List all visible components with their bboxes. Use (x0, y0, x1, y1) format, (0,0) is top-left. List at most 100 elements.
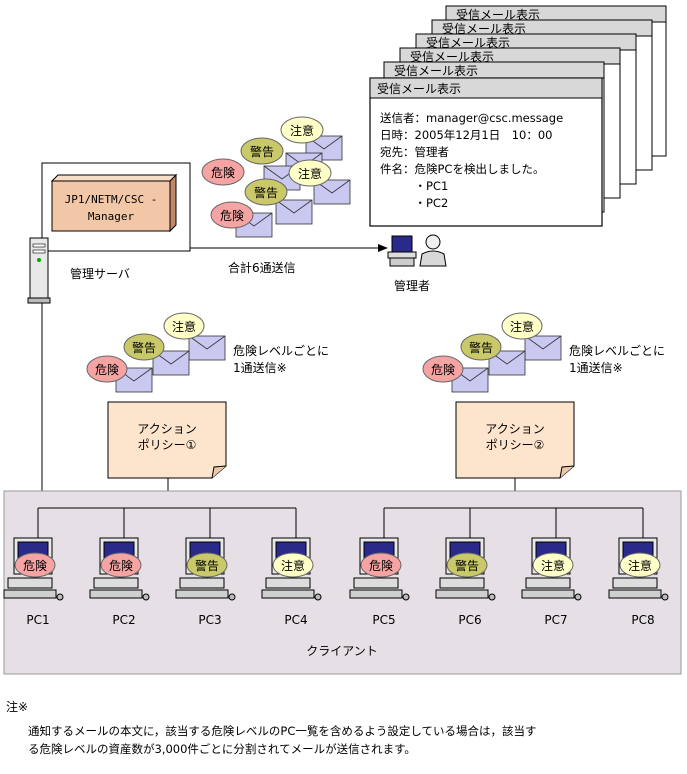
svg-text:注意: 注意 (541, 558, 565, 573)
caution-badge: 注意 (280, 116, 324, 144)
per-level-note: 危険レベルごとに (569, 343, 665, 358)
policy-label: アクション (485, 422, 544, 436)
send-arrow (190, 244, 388, 252)
warning-badge: 警告 (460, 333, 502, 361)
stacked-window-title: 受信メール表示 (410, 50, 494, 64)
client-pc: 危険 PC1 (3, 508, 64, 627)
pc-name: PC3 (198, 613, 221, 627)
pc-name: PC6 (458, 613, 481, 627)
client-pc: 警告 PC3 (175, 508, 236, 627)
mail-line-pc1: ・PC1 (380, 179, 448, 193)
mail-line-date: 日時：2005年12月1日 10：00 (380, 128, 552, 142)
per-level-note: 危険レベルごとに (233, 343, 329, 358)
stacked-window-title: 受信メール表示 (426, 36, 510, 50)
svg-text:危険: 危険 (211, 166, 235, 180)
footnote-mark: 注※ (6, 699, 28, 714)
envelope-icon (275, 199, 313, 225)
footnote-line-2: る危険レベルの資産数が3,000件ごとに分割されてメールが送信されます。 (28, 742, 416, 756)
svg-text:注意: 注意 (510, 319, 534, 334)
server-tower-icon (27, 237, 51, 304)
mail-window-stack: 受信メール表示 受信メール表示 受信メール表示 受信メール表示 受信メール表示 … (369, 5, 667, 227)
admin-person-icon (419, 234, 447, 267)
admin-workstation-icon (387, 235, 417, 267)
caution-badge: 注意 (501, 312, 543, 340)
warning-badge: 警告 (244, 178, 288, 206)
warning-badge: 警告 (240, 137, 284, 165)
svg-text:警告: 警告 (254, 185, 278, 200)
client-pc: 注意 PC7 (521, 508, 582, 627)
pc-level-badge: 注意 (619, 552, 661, 578)
administrator: 管理者 (387, 234, 447, 293)
svg-text:危険: 危険 (220, 209, 244, 223)
envelope-icon (188, 335, 226, 361)
svg-text:注意: 注意 (281, 558, 305, 573)
svg-text:危険: 危険 (23, 559, 47, 573)
svg-text:注意: 注意 (298, 166, 322, 181)
mail-window-front: 受信メール表示 送信者：manager@csc.message 日時：2005年… (369, 77, 603, 227)
policy-group-2: 注意 警告 危険 危険レベルごとに 1通送信※ アクション ポリシー② (422, 312, 665, 508)
pc-level-badge: 危険 (14, 552, 56, 578)
action-policy-1: アクション ポリシー① (107, 401, 227, 479)
mail-line-sender: 送信者：manager@csc.message (380, 111, 563, 125)
client-pc: 注意 PC8 (608, 508, 669, 627)
pc-name: PC2 (112, 613, 135, 627)
send-total-label: 合計6通送信 (228, 260, 296, 275)
caution-badge: 注意 (163, 312, 205, 340)
pc-name: PC5 (372, 613, 395, 627)
server-label: 管理サーバ (70, 266, 130, 281)
pc-level-badge: 注意 (532, 552, 574, 578)
pc-level-badge: 警告 (446, 552, 488, 578)
sent-mail-cluster: 注意 警告 注意 危険 警告 危険 (201, 116, 351, 238)
action-policy-2: アクション ポリシー② (455, 401, 575, 479)
client-pc: 危険 PC5 (349, 508, 410, 627)
pc-name: PC8 (631, 613, 654, 627)
svg-text:危険: 危険 (431, 363, 455, 377)
pc-level-badge: 危険 (100, 552, 142, 578)
policy-group-1: 注意 警告 危険 危険レベルごとに 1通送信※ アクション ポリシー① (86, 312, 329, 508)
caution-badge: 注意 (288, 159, 332, 187)
warning-badge: 警告 (123, 333, 165, 361)
manager-product-box: JP1/NETM/CSC - Manager (50, 173, 178, 233)
stacked-window-title: 受信メール表示 (442, 22, 526, 36)
management-server: JP1/NETM/CSC - Manager 管理サーバ (27, 162, 191, 304)
clients-label: クライアント (306, 644, 378, 658)
manager-product-name-2: Manager (88, 210, 135, 223)
client-pc: 危険 PC2 (89, 508, 150, 627)
pc-name: PC1 (26, 613, 49, 627)
svg-text:警告: 警告 (195, 558, 219, 573)
pc-name: PC7 (544, 613, 567, 627)
svg-text:危険: 危険 (95, 363, 119, 377)
pc-level-badge: 危険 (360, 552, 402, 578)
svg-text:注意: 注意 (172, 319, 196, 334)
policy-label-2: ポリシー② (486, 438, 545, 452)
envelope-icon (524, 335, 562, 361)
pc-level-badge: 警告 (186, 552, 228, 578)
svg-text:危険: 危険 (109, 559, 133, 573)
mail-line-to: 宛先：管理者 (380, 145, 449, 159)
mail-line-subject: 件名：危険PCを検出しました。 (380, 162, 544, 176)
svg-text:注意: 注意 (628, 558, 652, 573)
pc-level-badge: 注意 (272, 552, 314, 578)
stacked-window-title: 受信メール表示 (394, 64, 478, 78)
pc-name: PC4 (284, 613, 307, 627)
footnote-line-1: 通知するメールの本文に，該当する危険レベルのPC一覧を含めるよう設定している場合… (28, 724, 537, 738)
policy-label: アクション (137, 422, 196, 436)
per-level-note-2: 1通送信※ (569, 360, 623, 375)
client-pc: 警告 PC6 (435, 508, 496, 627)
policy-label-2: ポリシー① (138, 438, 197, 452)
mail-window-title: 受信メール表示 (377, 82, 461, 96)
manager-product-name: JP1/NETM/CSC - (65, 193, 158, 206)
svg-text:危険: 危険 (369, 559, 393, 573)
mail-line-pc2: ・PC2 (380, 196, 448, 210)
stacked-window-title: 受信メール表示 (456, 8, 540, 22)
danger-badge: 危険 (210, 201, 254, 229)
admin-label: 管理者 (394, 278, 430, 293)
svg-text:警告: 警告 (455, 558, 479, 573)
danger-badge: 危険 (86, 355, 128, 383)
pc-row: 危険 PC1 危険 PC2 警告 PC3 注意 PC4 危険 PC5 警告 PC6 注意 PC7 注意 PC8 (3, 508, 669, 627)
svg-text:警告: 警告 (469, 340, 493, 355)
client-pc: 注意 PC4 (261, 508, 322, 627)
danger-badge: 危険 (422, 355, 464, 383)
danger-badge: 危険 (201, 158, 245, 186)
